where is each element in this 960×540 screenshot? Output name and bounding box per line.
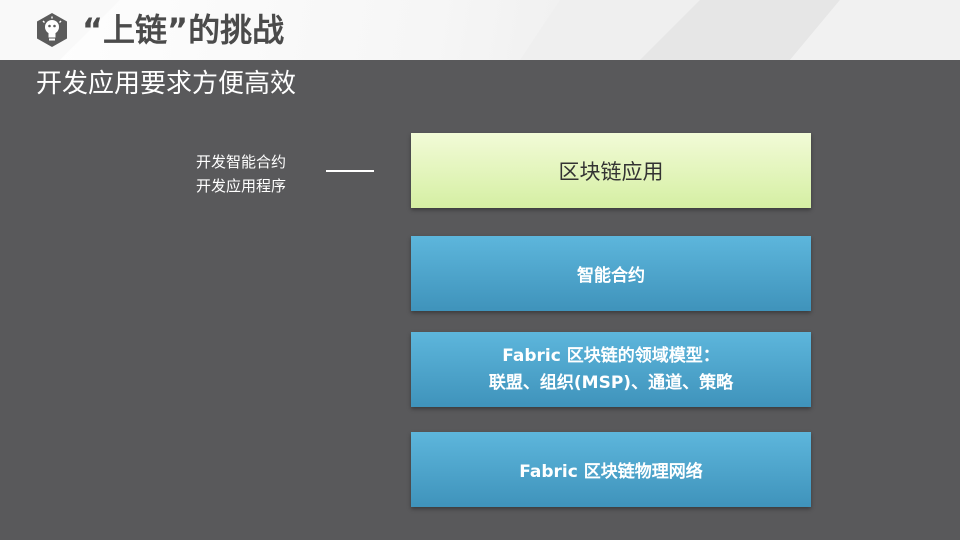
side-label: 开发智能合约 开发应用程序: [196, 150, 306, 198]
layer-domain-model-line-2: 联盟、组织(MSP)、通道、策略: [488, 372, 734, 393]
layer-smart-contract: 智能合约: [411, 236, 811, 311]
side-label-line-1: 开发智能合约: [196, 153, 287, 171]
layer-blockchain-app: 区块链应用: [411, 133, 811, 208]
page-title: “上链”的挑战: [82, 11, 285, 49]
layer-physical-network: Fabric 区块链物理网络: [411, 432, 811, 507]
side-label-line-2: 开发应用程序: [196, 177, 287, 195]
layer-smart-contract-label: 智能合约: [577, 266, 645, 286]
layer-blockchain-app-label: 区块链应用: [558, 159, 664, 184]
lightbulb-icon: [37, 13, 67, 47]
layer-domain-model: Fabric 区块链的领域模型： 联盟、组织(MSP)、通道、策略: [411, 332, 811, 407]
layer-domain-model-line-1: Fabric 区块链的领域模型：: [502, 345, 720, 366]
connector-line: [326, 170, 374, 172]
layer-physical-network-label: Fabric 区块链物理网络: [519, 462, 703, 482]
slide-subtitle: 开发应用要求方便高效: [36, 69, 297, 99]
slide-header: “上链”的挑战: [0, 0, 960, 60]
